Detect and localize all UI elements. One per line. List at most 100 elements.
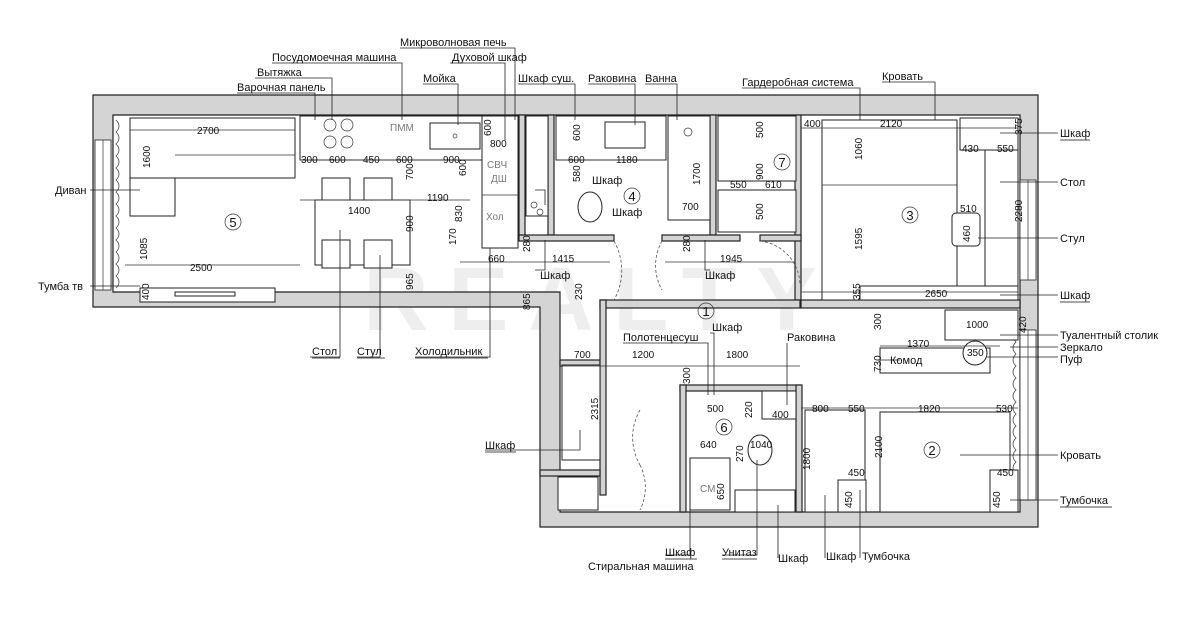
- svg-text:1180: 1180: [616, 155, 638, 166]
- svg-text:600: 600: [483, 119, 494, 136]
- label-cabinet-bath: Шкаф: [592, 175, 622, 187]
- label-sink-bath: Раковина: [588, 73, 637, 85]
- svg-text:1700: 1700: [692, 162, 703, 185]
- room-numbers: 5 4 7 3 1 2 6: [224, 153, 941, 459]
- svg-text:650: 650: [716, 483, 727, 500]
- label-table: Стол: [312, 346, 337, 358]
- label-hood: Вытяжка: [257, 67, 303, 79]
- svg-text:2100: 2100: [874, 435, 885, 458]
- label-pouf: Пуф: [1060, 354, 1082, 366]
- label-cabinet-b3: Шкаф: [826, 551, 856, 563]
- svg-text:510: 510: [960, 204, 977, 215]
- label-microwave: Микроволновая печь: [400, 37, 507, 49]
- svg-text:2280: 2280: [1014, 199, 1025, 222]
- svg-text:420: 420: [1018, 316, 1029, 333]
- svg-text:1820: 1820: [918, 404, 941, 415]
- label-chair-r: Стул: [1060, 233, 1085, 245]
- dimension-texts: 2700 1600 300 600 450 600 900 800 600 14…: [139, 118, 1029, 508]
- svg-text:1370: 1370: [907, 339, 930, 350]
- svg-text:1595: 1595: [854, 227, 865, 250]
- svg-text:730: 730: [873, 355, 884, 372]
- svg-text:1040: 1040: [750, 440, 773, 451]
- sm-label: СМ: [700, 484, 715, 495]
- label-dishwasher: Посудомоечная машина: [272, 52, 397, 64]
- sink: [604, 121, 646, 149]
- svg-text:700: 700: [405, 163, 416, 180]
- label-desk: Стол: [1060, 177, 1085, 189]
- svg-text:1200: 1200: [632, 350, 655, 361]
- room-5: 5: [229, 215, 236, 230]
- svg-text:600: 600: [572, 124, 583, 141]
- nightstand-2b: [837, 479, 867, 513]
- fridge-column: [481, 115, 519, 249]
- bath6-cabinet: [734, 489, 796, 513]
- svg-text:450: 450: [992, 491, 1003, 508]
- label-wardrobe-system: Гардеробная система: [742, 77, 854, 89]
- svg-text:900: 900: [405, 215, 416, 232]
- svg-text:600: 600: [329, 155, 346, 166]
- bathtub: [667, 115, 711, 221]
- svg-text:280: 280: [522, 235, 533, 252]
- wardrobe-7b: [717, 189, 797, 233]
- label-underlines: [312, 139, 1112, 560]
- room-4: 4: [628, 189, 635, 204]
- svg-text:2315: 2315: [590, 397, 601, 420]
- external-labels: Микроволновая печь Духовой шкаф Посудомо…: [38, 37, 1158, 573]
- svg-text:270: 270: [735, 445, 746, 462]
- svg-text:600: 600: [458, 159, 469, 176]
- svg-text:1800: 1800: [726, 350, 749, 361]
- label-cabinet-hall2: Шкаф: [705, 270, 735, 282]
- label-bathtub: Ванна: [645, 73, 678, 85]
- doors: [613, 240, 801, 511]
- svg-text:350: 350: [967, 348, 984, 359]
- svg-text:660: 660: [488, 254, 505, 265]
- label-cabinet-r1: Шкаф: [1060, 128, 1090, 140]
- svg-text:450: 450: [363, 155, 380, 166]
- desk-3: [984, 149, 1019, 299]
- label-sink-kitchen: Мойка: [423, 73, 457, 85]
- curtain-left: [115, 119, 120, 289]
- svg-text:375: 375: [1014, 118, 1025, 135]
- label-oven: Духовой шкаф: [452, 52, 527, 64]
- sofa: [129, 117, 296, 217]
- dimension-lines: [125, 127, 1018, 409]
- svg-text:610: 610: [765, 180, 782, 191]
- label-cabinet-r2: Шкаф: [1060, 290, 1090, 302]
- bed-3: [821, 119, 958, 301]
- bath6-sink: [761, 390, 797, 420]
- label-vanity: Туалентный столик: [1060, 330, 1158, 342]
- washing-machine: [689, 457, 731, 511]
- svg-text:500: 500: [755, 203, 766, 220]
- svg-text:2650: 2650: [925, 289, 948, 300]
- dsh-label: ДШ: [491, 174, 507, 185]
- svg-text:230: 230: [574, 283, 585, 300]
- svg-text:450: 450: [848, 468, 865, 479]
- label-dresser: Комод: [890, 355, 923, 367]
- svg-text:700: 700: [682, 202, 699, 213]
- svg-text:700: 700: [574, 350, 591, 361]
- svg-text:1000: 1000: [966, 320, 989, 331]
- svch-label: СВЧ: [487, 160, 507, 171]
- svg-text:2700: 2700: [197, 126, 220, 137]
- svg-text:450: 450: [844, 491, 855, 508]
- nightstand-2: [989, 469, 1019, 513]
- label-bed-right: Кровать: [1060, 450, 1101, 462]
- room-2: 2: [928, 443, 935, 458]
- svg-text:220: 220: [744, 401, 755, 418]
- bed-2: [879, 411, 1011, 513]
- room-3: 3: [906, 208, 913, 223]
- label-bed-top: Кровать: [882, 71, 923, 83]
- svg-text:530: 530: [996, 404, 1013, 415]
- svg-text:460: 460: [962, 225, 973, 242]
- svg-text:500: 500: [707, 404, 724, 415]
- svg-text:1060: 1060: [854, 137, 865, 160]
- label-nightstand-r: Тумбочка: [1060, 495, 1109, 507]
- label-cabinet-hall1: Шкаф: [540, 270, 570, 282]
- towel-dryer: [525, 115, 549, 217]
- svg-text:430: 430: [962, 144, 979, 155]
- label-cabinet-b2: Шкаф: [778, 553, 808, 565]
- svg-text:640: 640: [700, 440, 717, 451]
- svg-text:865: 865: [522, 293, 533, 310]
- svg-text:400: 400: [772, 410, 789, 421]
- toilet-1: [577, 191, 603, 223]
